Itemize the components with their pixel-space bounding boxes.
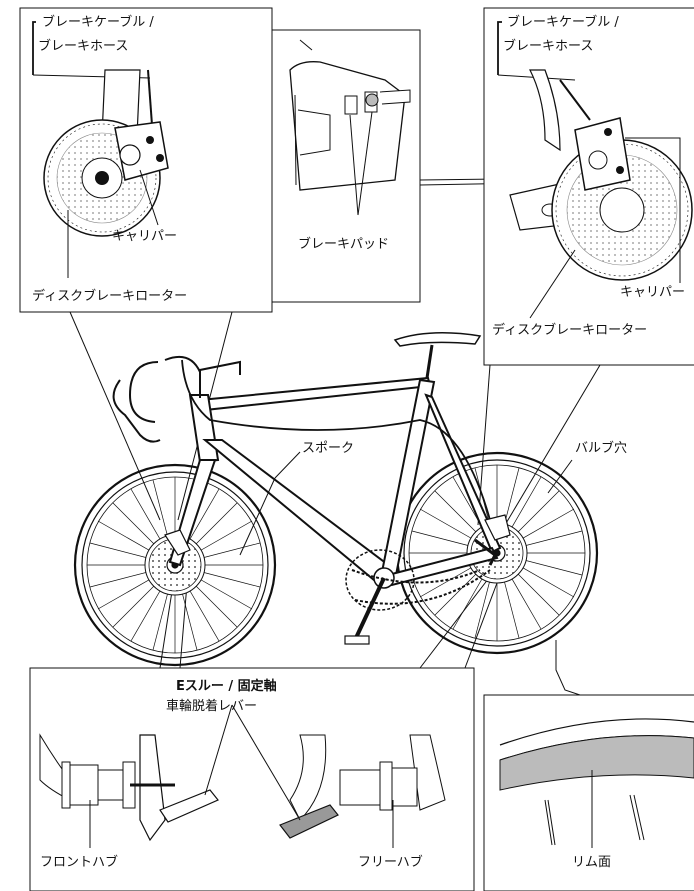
inset-rear-caliper — [483, 7, 694, 366]
brake-cable-label-2a: ブレーキケーブル / — [507, 14, 619, 30]
front-hub-label: フロントハブ — [40, 854, 118, 870]
brake-cable-label-1a: ブレーキケーブル / — [42, 14, 154, 30]
valve-hole-label: バルブ穴 — [575, 440, 627, 456]
quick-release-lever-label: 車輪脱着レバー — [166, 698, 257, 714]
rear-wheel — [395, 451, 599, 655]
rim-panel — [483, 694, 694, 891]
rim-surface-label: リム面 — [572, 855, 611, 870]
axle-panel — [29, 667, 475, 891]
caliper-label-rear: キャリパー — [620, 285, 685, 300]
spoke-label: スポーク — [302, 441, 354, 456]
inset-brake-pad — [271, 29, 421, 303]
disc-rotor-label-rear: ディスクブレーキローター — [492, 322, 647, 338]
front-wheel — [73, 463, 277, 667]
free-hub-label: フリーハブ — [358, 854, 423, 870]
brake-cable-label-1b: ブレーキホース — [38, 38, 128, 54]
disc-rotor-label-front: ディスクブレーキローター — [32, 288, 187, 304]
frame — [168, 376, 502, 587]
brake-cable-label-2b: ブレーキホース — [503, 38, 593, 54]
drivetrain — [344, 549, 491, 645]
caliper-label-front: キャリパー — [112, 229, 177, 244]
bicycle — [73, 332, 599, 667]
inset-front-caliper — [19, 7, 273, 313]
axle-panel-title: Eスルー / 固定軸 — [176, 678, 277, 694]
brake-pad-label: ブレーキパッド — [298, 236, 389, 252]
